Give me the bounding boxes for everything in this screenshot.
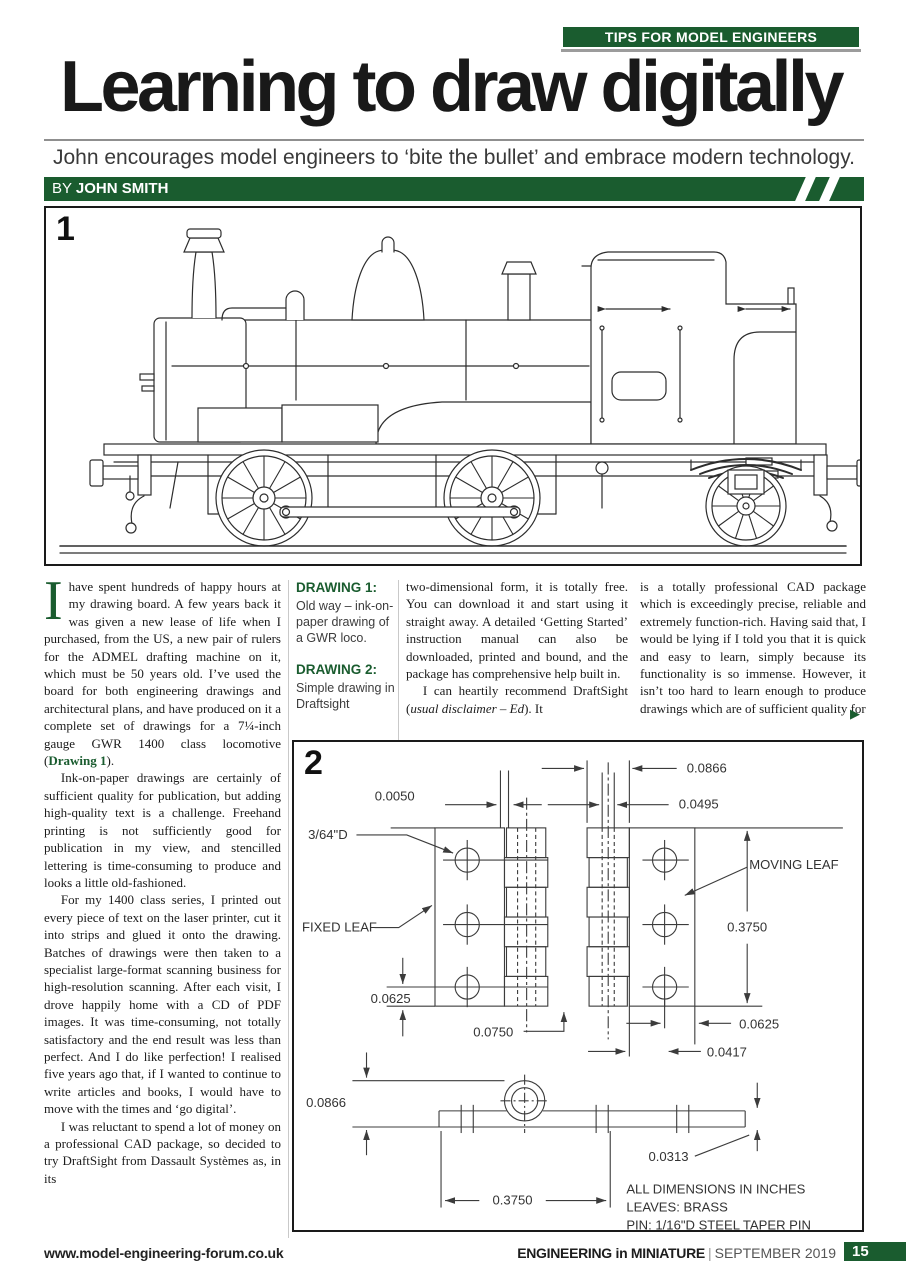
byline-prefix: BY [52, 180, 76, 197]
figure-2-hinge-drawing: 2 0.0050 0.0866 0.0495 3/64"D FIXED LEAF… [292, 740, 864, 1232]
drawing-1-caption-title: DRAWING 1: [296, 580, 377, 595]
column-divider [398, 580, 399, 740]
svg-text:0.0750: 0.0750 [473, 1024, 513, 1039]
svg-text:0.3750: 0.3750 [727, 920, 767, 935]
svg-text:ALL DIMENSIONS IN INCHES: ALL DIMENSIONS IN INCHES [626, 1181, 805, 1196]
locomotive-line-art [59, 228, 860, 554]
figure-1-locomotive-drawing: 1 [44, 206, 862, 566]
svg-text:0.0313: 0.0313 [648, 1149, 688, 1164]
banner-rule [561, 49, 861, 52]
drawing-2-caption-title: DRAWING 2: [296, 662, 377, 677]
dimension-labels: 0.0050 0.0866 0.0495 3/64"D FIXED LEAF M… [302, 760, 839, 1230]
text-column-3: is a totally professional CAD package wh… [640, 578, 866, 736]
drawing-1-caption-text: Old way – ink-on-paper drawing of a GWR … [296, 599, 394, 645]
text-column-2: two-dimensional form, it is totally free… [406, 578, 628, 738]
svg-text:0.0625: 0.0625 [371, 991, 411, 1006]
svg-text:0.0866: 0.0866 [306, 1095, 346, 1110]
paragraph: I can heartily recommend DraftSight (usu… [406, 683, 628, 716]
editor-note: usual disclaimer – Ed [410, 700, 525, 716]
paragraph: is a totally professional CAD package wh… [640, 579, 866, 716]
section-banner: TIPS FOR MODEL ENGINEERS [563, 27, 859, 47]
figure-2-number: 2 [304, 744, 323, 782]
svg-text:0.0417: 0.0417 [707, 1044, 747, 1059]
paragraph: I was reluctant to spend a lot of money … [44, 1118, 281, 1186]
footer-separator: | [707, 1245, 712, 1261]
byline-name: JOHN SMITH [75, 180, 169, 197]
standfirst: John encourages model engineers to ‘bite… [52, 146, 855, 169]
issue-date: SEPTEMBER 2019 [714, 1245, 836, 1261]
hinge-cad-drawing: 0.0050 0.0866 0.0495 3/64"D FIXED LEAF M… [302, 760, 843, 1230]
paragraph: Ink-on-paper drawings are certainly of s… [44, 770, 281, 890]
svg-text:0.0495: 0.0495 [679, 797, 719, 812]
continuation-arrow-icon: ▶ [850, 706, 860, 721]
drawing-2-caption-text: Simple drawing in Draftsight [296, 681, 395, 711]
paragraph: two-dimensional form, it is totally free… [406, 579, 628, 682]
headline-rule [44, 139, 864, 141]
svg-text:0.3750: 0.3750 [493, 1193, 533, 1208]
figure-1-number: 1 [56, 210, 75, 248]
page-number-badge: 15 [844, 1242, 906, 1261]
page-title: Learning to draw digitally [60, 47, 845, 127]
column-divider [288, 580, 289, 1238]
byline-bar: BY JOHN SMITH [44, 177, 864, 201]
svg-text:0.0050: 0.0050 [375, 789, 415, 804]
svg-text:3/64"D: 3/64"D [308, 827, 348, 842]
svg-text:0.0866: 0.0866 [687, 760, 727, 775]
magazine-name: ENGINEERING in MINIATURE [517, 1245, 705, 1261]
website-url: www.model-engineering-forum.co.uk [44, 1245, 284, 1261]
drawing-1-reference[interactable]: Drawing 1 [48, 753, 107, 769]
svg-text:0.0625: 0.0625 [739, 1016, 779, 1031]
svg-text:PIN: 1/16"D STEEL TAPER PIN: PIN: 1/16"D STEEL TAPER PIN [626, 1218, 811, 1230]
byline-text: BY JOHN SMITH [44, 177, 864, 201]
issue-info: ENGINEERING in MINIATURE|SEPTEMBER 2019 [517, 1245, 836, 1261]
svg-text:FIXED LEAF: FIXED LEAF [302, 920, 377, 935]
svg-text:MOVING LEAF: MOVING LEAF [749, 857, 838, 872]
drop-cap: I [44, 578, 63, 632]
caption-column: DRAWING 1: Old way – ink-on-paper drawin… [296, 580, 396, 728]
paragraph: For my 1400 class series, I printed out … [44, 892, 281, 1117]
svg-text:LEAVES: BRASS: LEAVES: BRASS [626, 1200, 728, 1215]
